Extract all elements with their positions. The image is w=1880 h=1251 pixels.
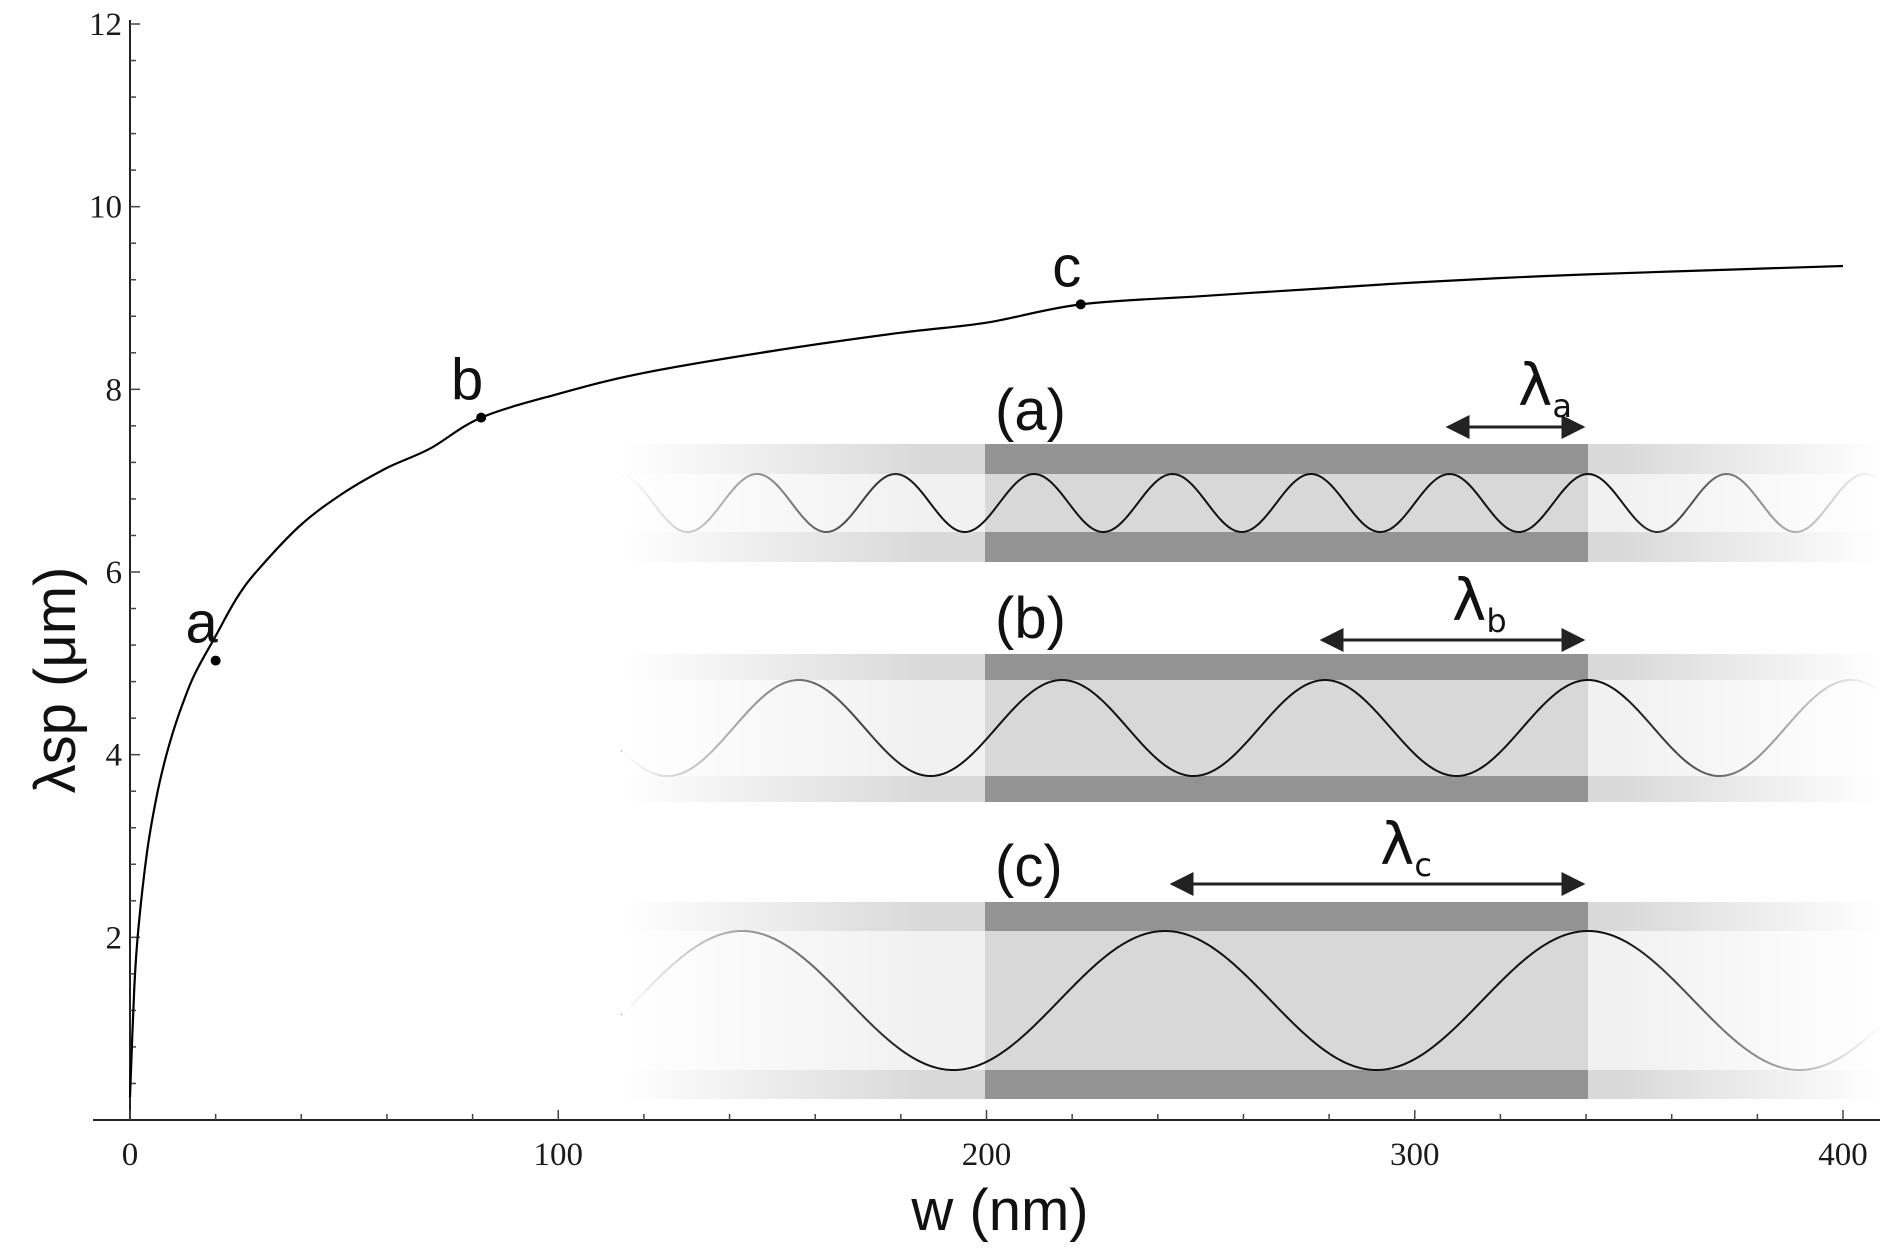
lambda-symbol: λ <box>1518 351 1552 419</box>
y-tick-label: 12 <box>89 7 122 43</box>
fade-right <box>1620 443 1880 563</box>
waveguide-insets: (a)λa(b)λb(c)λc <box>621 351 1880 1100</box>
wavelength-label: λa <box>1518 351 1572 425</box>
inset-panel-a: (a) λa <box>621 351 1880 563</box>
wavelength-label: λb <box>1452 566 1507 640</box>
point-marker-a <box>210 655 221 666</box>
point-marker-b <box>476 412 487 423</box>
lambda-subscript: a <box>1552 387 1572 425</box>
inset-label: (c) <box>995 834 1063 899</box>
lambda-symbol: λ <box>1452 566 1486 634</box>
inset-panel-b: (b) λb <box>621 566 1880 803</box>
y-tick-label: 4 <box>106 738 123 774</box>
x-tick-label: 200 <box>962 1137 1012 1173</box>
metal-stripe-top <box>985 444 1588 474</box>
point-label-c: c <box>1052 234 1081 299</box>
x-tick-label: 100 <box>534 1137 584 1173</box>
fade-right <box>1620 653 1880 803</box>
metal-stripe-bottom <box>985 1070 1588 1099</box>
inset-label: (b) <box>995 586 1066 651</box>
fade-left <box>622 653 922 803</box>
labels-layer: a b c <box>186 234 1086 666</box>
point-label-a: a <box>186 591 219 656</box>
inset-label: (a) <box>995 378 1066 443</box>
metal-stripe-bottom <box>985 776 1588 802</box>
fade-right <box>1620 901 1880 1100</box>
y-tick-label: 10 <box>89 190 122 226</box>
core-band-middle <box>985 931 1588 1070</box>
metal-stripe-bottom <box>985 532 1588 562</box>
lambda-subscript: c <box>1414 846 1432 884</box>
plot-axes: 0 100 200 300 400 2 4 6 8 10 12 w (nm) λsp (μm) <box>23 7 1880 1243</box>
fade-left <box>622 443 922 563</box>
x-tick-label: 0 <box>122 1137 139 1173</box>
x-tick-label: 400 <box>1818 1137 1868 1173</box>
metal-stripe-top <box>985 902 1588 931</box>
dispersion-curve <box>128 264 1844 1098</box>
point-marker-c <box>1075 299 1086 310</box>
wavelength-label: λc <box>1380 810 1432 884</box>
x-axis-title: w (nm) <box>910 1178 1088 1243</box>
point-label-b: b <box>451 348 483 413</box>
y-tick-label: 6 <box>106 555 123 591</box>
y-tick-label: 2 <box>106 920 123 956</box>
lambda-symbol: λ <box>1380 810 1414 878</box>
metal-stripe-top <box>985 654 1588 680</box>
inset-panel-c: (c) λc <box>621 810 1880 1100</box>
y-axis-title: λsp (μm) <box>23 567 88 794</box>
core-band-middle <box>985 680 1588 776</box>
x-tick-label: 300 <box>1390 1137 1440 1173</box>
curve-layer <box>128 264 1844 1098</box>
lambda-subscript: b <box>1486 602 1506 640</box>
fade-left <box>622 901 922 1100</box>
y-tick-label: 8 <box>106 372 123 408</box>
core-band-middle <box>985 474 1588 532</box>
